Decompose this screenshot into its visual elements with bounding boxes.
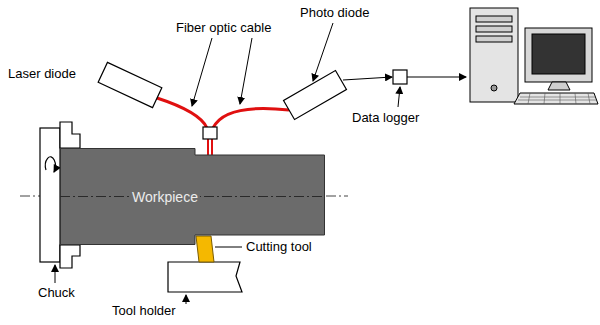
leader-arrow [192,38,212,106]
fiber-cable [213,108,289,128]
leader-arrow [398,87,400,107]
monitor [525,28,592,82]
part-label: Chuck [38,285,75,300]
chuck-body [40,128,60,262]
workpiece-body [61,149,325,245]
fiber-cable [211,139,213,155]
part-label: Fiber optic cable [176,20,271,35]
leader-arrow [313,23,333,81]
photo-diode [284,70,347,119]
part-label: Tool holder [112,303,176,318]
keyboard-keys [518,93,596,104]
chuck-jaw [60,122,80,148]
leader-arrow [186,295,187,304]
part-label: Data logger [352,110,419,125]
leader-arrow [240,38,252,104]
workpiece-label: Workpiece [130,189,200,205]
rotation-arrow [45,157,55,172]
fiber-cable [157,98,207,128]
laser-diode [98,62,162,107]
cutting-tool [196,236,214,262]
data-logger [393,70,407,84]
power-button [491,85,497,91]
monitor-stand [548,82,570,90]
sensor-head [203,127,217,139]
part-label: Photo diode [300,5,369,20]
leader-arrow [55,265,56,283]
chuck-jaw [60,245,80,268]
part-label: Laser diode [8,66,76,81]
fiber-cable [207,139,209,155]
signal-line [407,76,466,77]
keyboard [514,93,598,104]
pc-tower [470,8,518,102]
drive-slot [476,16,512,22]
drive-slot [476,26,512,32]
tool-holder [168,262,242,292]
drive-slot [476,36,512,42]
signal-line [343,77,392,80]
screen [532,34,585,74]
part-label: Cutting tool [246,239,312,254]
workpiece-shape: Workpiece [60,148,325,245]
leader-line [215,247,242,248]
computer-icon [470,8,598,104]
